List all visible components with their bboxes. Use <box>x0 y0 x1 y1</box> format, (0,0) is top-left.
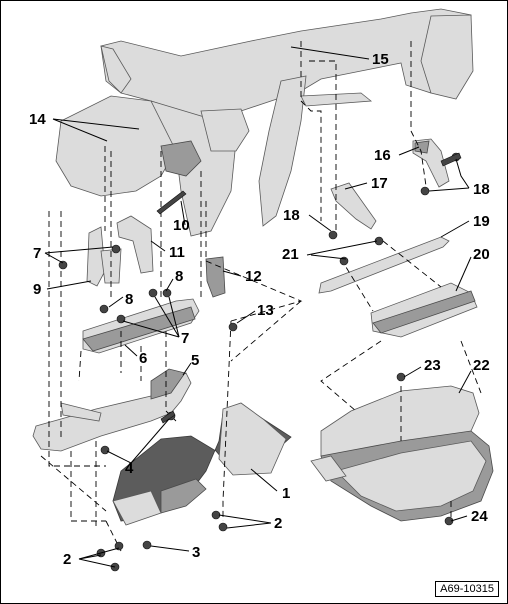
assembly-guide-lines <box>40 41 482 552</box>
callout-7-upper: 7 <box>33 245 42 262</box>
callout-14: 14 <box>29 111 46 128</box>
callout-15: 15 <box>372 51 389 68</box>
bracket-12 <box>205 256 226 298</box>
callout-2-left: 2 <box>63 551 72 568</box>
callout-20: 20 <box>473 246 490 263</box>
fasteners <box>58 152 462 572</box>
callout-8-left: 8 <box>125 291 134 308</box>
callout-18-right: 18 <box>473 181 490 198</box>
callout-23: 23 <box>424 357 441 374</box>
leader-lines <box>44 46 472 568</box>
callout-16: 16 <box>374 147 391 164</box>
callout-22: 22 <box>473 357 490 374</box>
callout-7-lower: 7 <box>181 330 190 347</box>
callout-24: 24 <box>471 508 488 525</box>
bracket-5 <box>32 368 192 452</box>
bracket-11 <box>116 215 154 274</box>
knee-panel-1 <box>112 402 292 526</box>
bracket-16 <box>412 138 450 188</box>
callout-1: 1 <box>282 485 291 502</box>
cross-car-beam <box>55 8 474 237</box>
cover-strip-19 <box>318 236 450 294</box>
callout-2-right: 2 <box>274 515 283 532</box>
callout-3: 3 <box>192 544 201 561</box>
callout-9: 9 <box>33 281 42 298</box>
callout-11: 11 <box>169 244 185 261</box>
bracket-9 <box>86 226 122 287</box>
callout-4: 4 <box>125 460 134 477</box>
callout-5: 5 <box>191 352 200 369</box>
callout-10: 10 <box>173 217 190 234</box>
callout-13: 13 <box>257 302 274 319</box>
callout-17: 17 <box>371 175 388 192</box>
callout-21: 21 <box>282 246 299 263</box>
callout-12: 12 <box>245 268 262 285</box>
figure-reference-label: A69-10315 <box>435 581 499 597</box>
panel-20 <box>370 282 478 338</box>
glove-box-22 <box>310 385 494 522</box>
bracket-17 <box>330 182 377 230</box>
callout-18-left: 18 <box>283 207 300 224</box>
callout-19: 19 <box>473 213 490 230</box>
callout-6: 6 <box>139 350 148 367</box>
callout-8-right: 8 <box>175 268 184 285</box>
